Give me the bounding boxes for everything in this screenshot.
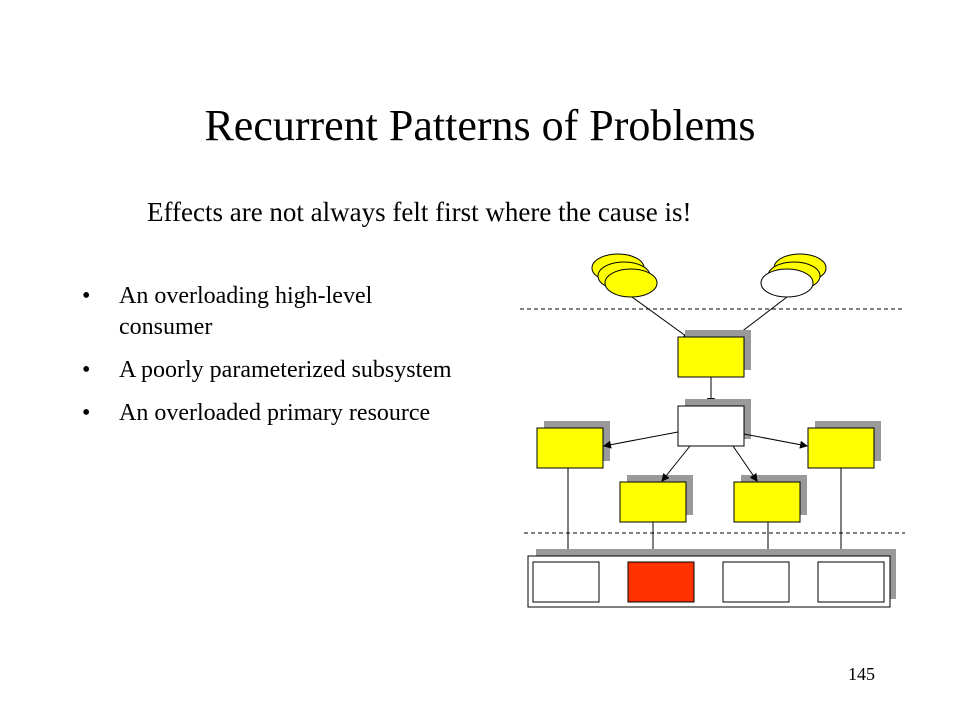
box: [677, 405, 745, 447]
box: [807, 427, 875, 469]
subsystem-box-left: [536, 421, 610, 469]
subsystem-box-lower-left: [619, 475, 693, 523]
box: [677, 336, 745, 378]
bullet-dot-icon: •: [82, 283, 91, 309]
consumer-node: [760, 268, 814, 298]
bullet-item: • A poorly parameterized subsystem: [82, 355, 462, 386]
subsystem-box-lower-right: [733, 475, 807, 523]
subsystem-box-top: [677, 330, 751, 378]
bullet-text: An overloading high-level consumer: [119, 283, 373, 340]
box: [733, 481, 801, 523]
bullet-dot-icon: •: [82, 400, 91, 426]
resource-cell: [722, 561, 790, 603]
box: [536, 427, 604, 469]
bullet-text: A poorly parameterized subsystem: [119, 357, 452, 383]
bullet-item: • An overloading high-level consumer: [82, 281, 462, 343]
box: [619, 481, 687, 523]
arrow: [603, 431, 679, 449]
resource-cell: [817, 561, 885, 603]
slide-subtitle: Effects are not always felt first where …: [147, 197, 692, 227]
consumer-stack-white: [760, 253, 827, 298]
page-number: 145: [848, 664, 875, 684]
slide-title: Recurrent Patterns of Problems: [204, 101, 756, 150]
bullet-dot-icon: •: [82, 357, 91, 383]
consumer-node: [604, 268, 658, 298]
bullet-item: • An overloaded primary resource: [82, 398, 462, 429]
arrow: [732, 445, 758, 482]
subsystem-box-center: [677, 399, 751, 447]
arrow: [743, 433, 808, 449]
arrow: [631, 296, 691, 340]
resource-cell-overloaded: [627, 561, 695, 603]
primary-resource-layer: [527, 549, 896, 608]
bullet-text: An overloaded primary resource: [119, 400, 431, 426]
subsystem-box-right: [807, 421, 881, 469]
consumer-stack-yellow: [591, 253, 658, 298]
resource-cell: [532, 561, 600, 603]
bullet-list: • An overloading high-level consumer • A…: [82, 281, 462, 441]
arrow: [661, 445, 691, 482]
